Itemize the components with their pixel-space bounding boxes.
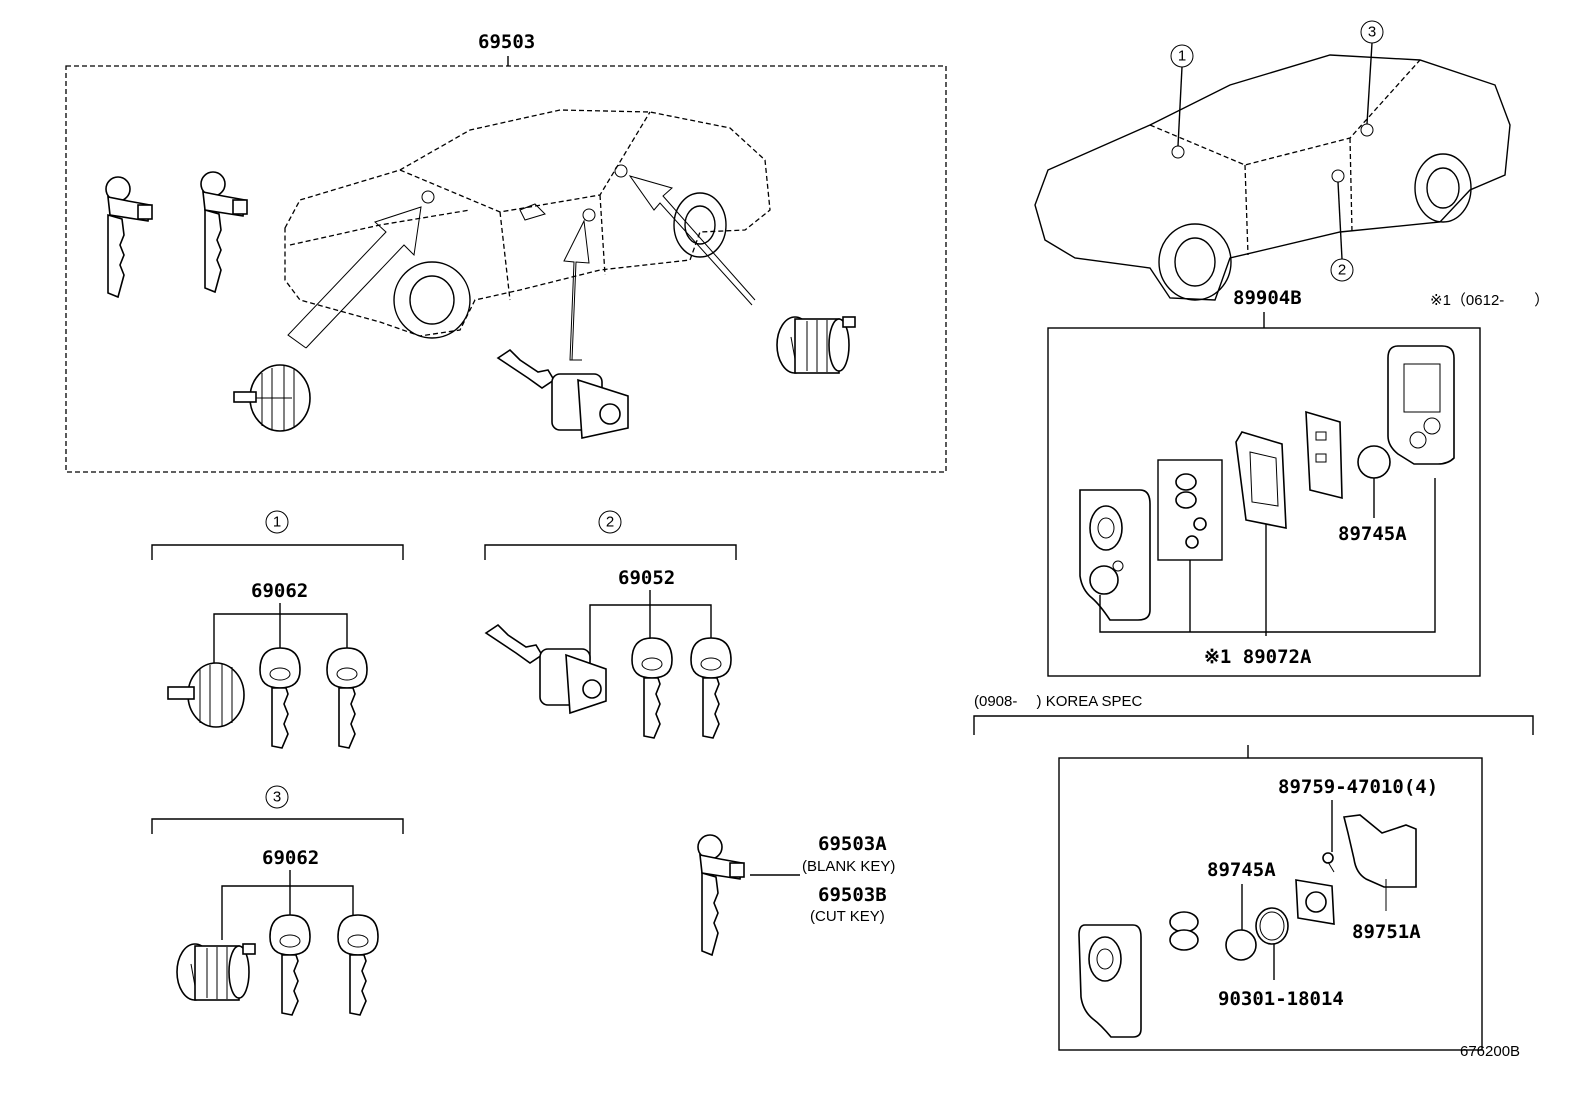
production-range-note: ※1（0612- ） — [1430, 292, 1549, 309]
part-label-89904b: 89904B — [1233, 287, 1302, 309]
door-lock-actuator-icon — [484, 623, 607, 715]
car-outline-icon — [1034, 54, 1511, 301]
part-label-69062-g1: 69062 — [251, 580, 308, 602]
key-icon — [326, 647, 368, 749]
key-icon — [105, 176, 153, 299]
door-lock-actuator-icon — [496, 348, 629, 439]
group-1-number: 1 — [273, 514, 281, 531]
key-case-icon — [1387, 345, 1455, 465]
part-label-89751a: 89751A — [1352, 921, 1421, 943]
key-case-icon — [1343, 814, 1417, 911]
korea-spec-note: (0908- ) KOREA SPEC — [974, 693, 1143, 710]
part-label-69503b: 69503B — [818, 884, 887, 906]
key-icon — [269, 914, 311, 1016]
figure-number: 676200B — [1460, 1043, 1520, 1060]
assembly-box-89904b — [1047, 327, 1481, 677]
part-label-89745a: 89745A — [1338, 523, 1407, 545]
key-icon — [631, 637, 673, 739]
group-marker-3 — [265, 785, 289, 809]
part-label-69503: 69503 — [478, 31, 535, 53]
lock-cylinder-icon — [176, 943, 256, 1001]
key-button-pad-icon — [1169, 911, 1199, 951]
smart-key-fob-icon — [1078, 924, 1142, 1038]
battery-cell-icon — [1357, 445, 1391, 479]
key-icon — [259, 647, 301, 749]
assembly-box-69503 — [65, 65, 947, 473]
key-icon — [337, 914, 379, 1016]
part-label-90301: 90301-18014 — [1218, 988, 1344, 1010]
group-marker-1 — [265, 510, 289, 534]
o-ring-icon — [1255, 907, 1289, 945]
battery-cell-icon — [1225, 929, 1257, 961]
location-1-number: 1 — [1178, 48, 1186, 65]
arrow-to-door — [563, 219, 590, 361]
location-3-number: 3 — [1368, 24, 1376, 41]
smart-key-fob-icon — [1079, 489, 1151, 621]
blank-key-note: (BLANK KEY) — [802, 858, 895, 875]
key-blade-icon — [1305, 410, 1343, 500]
key-icon — [690, 637, 732, 739]
car-outline-icon — [284, 109, 771, 339]
part-label-89745a-korea: 89745A — [1207, 859, 1276, 881]
arrow-to-ignition — [287, 206, 422, 349]
group-2-number: 2 — [606, 514, 614, 531]
cut-key-note: (CUT KEY) — [810, 908, 885, 925]
transmitter-board-icon — [1235, 431, 1287, 529]
screw-icon — [1322, 852, 1335, 873]
part-label-89072a: ※1 89072A — [1204, 646, 1312, 668]
arrow-to-glovebox — [628, 175, 756, 306]
lock-cylinder-icon — [776, 316, 856, 374]
part-label-89759: 89759-47010(4) — [1278, 776, 1438, 798]
lock-cylinder-icon — [233, 364, 311, 432]
part-label-69052: 69052 — [618, 567, 675, 589]
group-marker-2 — [598, 510, 622, 534]
key-icon — [697, 834, 745, 957]
key-button-pad-icon — [1157, 459, 1223, 561]
group-3-number: 3 — [273, 789, 281, 806]
part-label-69503a: 69503A — [818, 833, 887, 855]
key-icon — [200, 171, 248, 294]
assembly-box-korea — [1058, 757, 1483, 1051]
location-2-number: 2 — [1338, 262, 1346, 279]
part-label-69062-g3: 69062 — [262, 847, 319, 869]
lock-cylinder-icon — [167, 662, 245, 728]
key-module-icon — [1295, 879, 1335, 925]
